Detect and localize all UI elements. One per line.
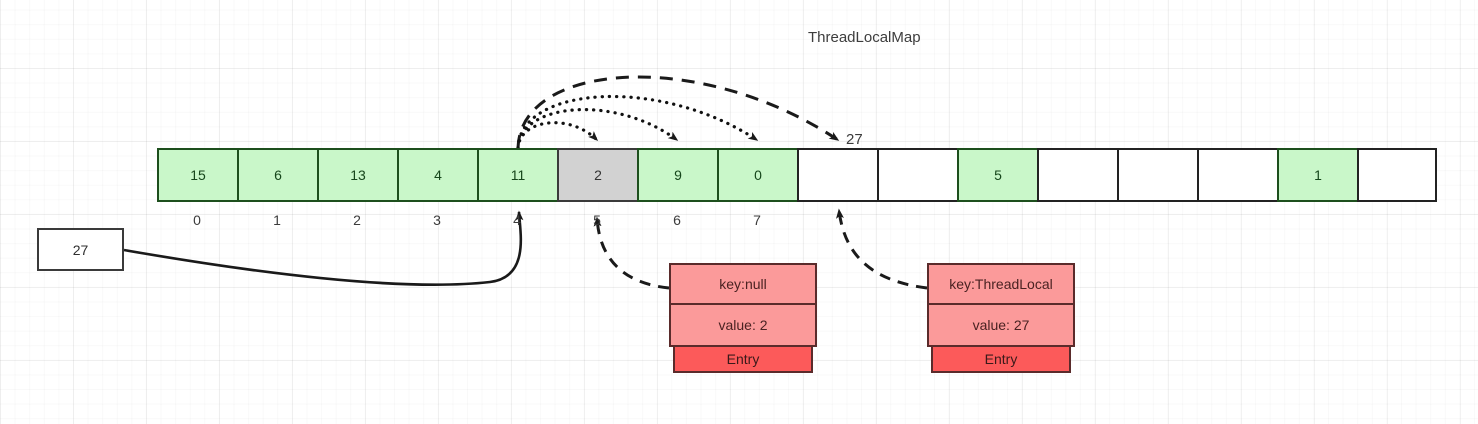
array-cell-value: 2 bbox=[594, 167, 602, 183]
array-index-1: 1 bbox=[273, 212, 281, 228]
input-value: 27 bbox=[72, 241, 89, 258]
array-index-6: 6 bbox=[673, 212, 681, 228]
array-cell-9[interactable] bbox=[877, 148, 957, 202]
entry-value: value: 27 bbox=[927, 305, 1075, 347]
array-cell-8[interactable] bbox=[797, 148, 877, 202]
array-cell-value: 13 bbox=[350, 167, 366, 183]
input-value-box[interactable]: 27 bbox=[37, 228, 124, 271]
array-index-3: 3 bbox=[433, 212, 441, 228]
entry-node-threadlocal[interactable]: key:ThreadLocal value: 27 Entry bbox=[927, 263, 1075, 373]
array-cell-14[interactable]: 1 bbox=[1277, 148, 1357, 202]
array-cell-5[interactable]: 2 bbox=[557, 148, 637, 202]
array-cell-value: 9 bbox=[674, 167, 682, 183]
connector-entry-threadlocal-to-slot8 bbox=[836, 208, 928, 290]
array-index-0: 0 bbox=[193, 212, 201, 228]
array-cell-value: 5 bbox=[994, 167, 1002, 183]
arc-dashed-to-slot8 bbox=[516, 75, 840, 149]
array-cell-12[interactable] bbox=[1117, 148, 1197, 202]
array-index-5: 5 bbox=[593, 212, 601, 228]
array-cell-value: 15 bbox=[190, 167, 206, 183]
arc-dotted-to-slot7 bbox=[516, 94, 759, 150]
array-index-4: 4 bbox=[513, 212, 521, 228]
array-cell-0[interactable]: 15 bbox=[157, 148, 237, 202]
connector-entry-null-to-slot5 bbox=[593, 216, 670, 290]
array-cell-value: 0 bbox=[754, 167, 762, 183]
entry-key: key:ThreadLocal bbox=[927, 263, 1075, 305]
array-cell-value: 4 bbox=[434, 167, 442, 183]
array-cell-15[interactable] bbox=[1357, 148, 1437, 202]
entry-type-label: Entry bbox=[931, 345, 1071, 373]
entry-key: key:null bbox=[669, 263, 817, 305]
array-cell-11[interactable] bbox=[1037, 148, 1117, 202]
array-cell-1[interactable]: 6 bbox=[237, 148, 317, 202]
array-cell-10[interactable]: 5 bbox=[957, 148, 1037, 202]
entry-node-null[interactable]: key:null value: 2 Entry bbox=[669, 263, 817, 373]
array-cell-2[interactable]: 13 bbox=[317, 148, 397, 202]
array-cell-value: 6 bbox=[274, 167, 282, 183]
array-cell-4[interactable]: 11 bbox=[477, 148, 557, 202]
array-index-2: 2 bbox=[353, 212, 361, 228]
array-cell-6[interactable]: 9 bbox=[637, 148, 717, 202]
arc-dotted-to-slot6 bbox=[516, 108, 679, 150]
array-cell-13[interactable] bbox=[1197, 148, 1277, 202]
array-cell-value: 11 bbox=[510, 167, 526, 183]
array-cell-3[interactable]: 4 bbox=[397, 148, 477, 202]
probe-label: 27 bbox=[846, 131, 863, 148]
array-cell-value: 1 bbox=[1314, 167, 1322, 183]
arc-dotted-to-slot5 bbox=[516, 121, 599, 150]
hash-array: 15 6 13 4 11 2 9 0 5 1 bbox=[157, 148, 1437, 202]
array-cell-7[interactable]: 0 bbox=[717, 148, 797, 202]
entry-type-label: Entry bbox=[673, 345, 813, 373]
page-title: ThreadLocalMap bbox=[808, 29, 921, 46]
array-index-7: 7 bbox=[753, 212, 761, 228]
entry-value: value: 2 bbox=[669, 305, 817, 347]
